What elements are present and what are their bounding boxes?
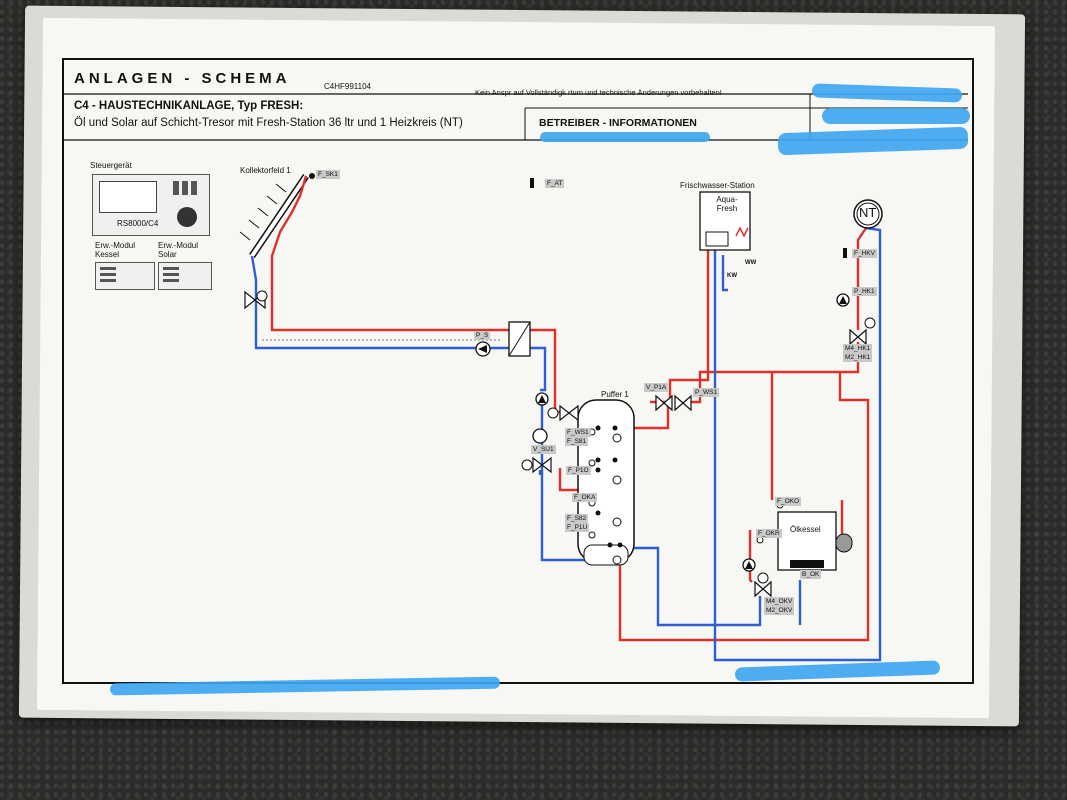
collector-label: Kollektorfeld 1 bbox=[240, 166, 291, 175]
tag-p-s: P_S bbox=[474, 331, 491, 340]
thermometer-icon bbox=[612, 433, 622, 565]
tag-f-s81: F_S81 bbox=[565, 437, 589, 446]
tag-m4-hk1: M4_HK1 bbox=[843, 344, 873, 353]
tag-f-p1o: F_P1O bbox=[566, 466, 591, 475]
tag-f-ws1: F_WS1 bbox=[565, 428, 591, 437]
drawing-code: C4HF991104 bbox=[324, 82, 371, 91]
tag-f-at: F_AT bbox=[545, 179, 565, 188]
tag-f-okr: F_OKR bbox=[756, 529, 782, 538]
boiler-module bbox=[95, 262, 155, 290]
nt-label: NT bbox=[859, 205, 877, 220]
tag-m2-hk1: M2_HK1 bbox=[843, 353, 873, 362]
tag-p-ws1: P_WS1 bbox=[693, 388, 720, 397]
disclaimer: Kein Anspr auf Vollständigk rtum und tec… bbox=[475, 88, 722, 97]
redaction-mark bbox=[540, 132, 710, 142]
tag-f-p1u: F_P1U bbox=[565, 523, 590, 532]
tag-f-hkv: F_HKV bbox=[852, 249, 877, 258]
tag-f-s82: F_S82 bbox=[565, 514, 589, 523]
operator-info-heading: BETREIBER - INFORMATIONEN bbox=[539, 117, 697, 129]
motor-icon bbox=[256, 290, 876, 584]
buffer-tank bbox=[577, 399, 635, 566]
controller-model: RS8000/C4 bbox=[117, 219, 159, 228]
buffer-ports bbox=[595, 425, 623, 548]
fresh-station-label: Frischwasser-Station bbox=[680, 181, 755, 190]
solar-module-label: Erw.-Modul Solar bbox=[158, 241, 199, 259]
fresh-water-station bbox=[699, 191, 751, 251]
tag-f-oko: F_OKO bbox=[775, 497, 802, 506]
solar-module bbox=[158, 262, 212, 290]
collector-panel bbox=[239, 174, 309, 258]
heat-exchanger bbox=[508, 321, 531, 357]
controller-unit: RS8000/C4 bbox=[92, 174, 210, 236]
system-description: Öl und Solar auf Schicht-Tresor mit Fres… bbox=[74, 117, 463, 129]
tag-m2-okv: M2_OKV bbox=[764, 606, 795, 615]
tag-f-oka: F_OKA bbox=[572, 493, 598, 502]
controller-buttons bbox=[173, 181, 199, 195]
module-indicator bbox=[100, 267, 116, 283]
return-lines bbox=[250, 226, 882, 662]
tag-v-su1: V_SU1 bbox=[531, 445, 556, 454]
nt-circuit-symbol bbox=[853, 199, 883, 229]
aqua-fresh-label: Aqua- Fresh bbox=[716, 195, 738, 213]
controller-knob-icon bbox=[177, 207, 197, 227]
controller-heading: Steuergerät bbox=[90, 161, 132, 170]
redaction-mark bbox=[822, 108, 970, 124]
sensor-icon bbox=[309, 173, 847, 258]
tag-b-ok: B_OK bbox=[800, 570, 822, 579]
tag-m4-okv: M4_OKV bbox=[764, 597, 795, 606]
buffer-label: Puffer 1 bbox=[601, 390, 629, 399]
tag-v-p1a: V_P1A bbox=[644, 383, 669, 392]
tag-f-sk1: F_SK1 bbox=[316, 170, 340, 179]
tag-p-hk1: P_HK1 bbox=[852, 287, 877, 296]
oil-boiler bbox=[777, 511, 853, 571]
page-title: ANLAGEN - SCHEMA bbox=[74, 70, 291, 87]
module-indicator bbox=[163, 267, 179, 283]
kw-label: KW bbox=[727, 273, 737, 279]
controller-display bbox=[99, 181, 157, 213]
boiler-module-label: Erw.-Modul Kessel bbox=[95, 241, 136, 259]
drawing-frame bbox=[62, 58, 974, 684]
ww-label: WW bbox=[745, 260, 757, 266]
pump-direction-icon bbox=[478, 296, 847, 569]
boiler-label: Ölkessel bbox=[790, 525, 821, 534]
system-name: C4 - HAUSTECHNIKANLAGE, Typ FRESH: bbox=[74, 100, 304, 112]
